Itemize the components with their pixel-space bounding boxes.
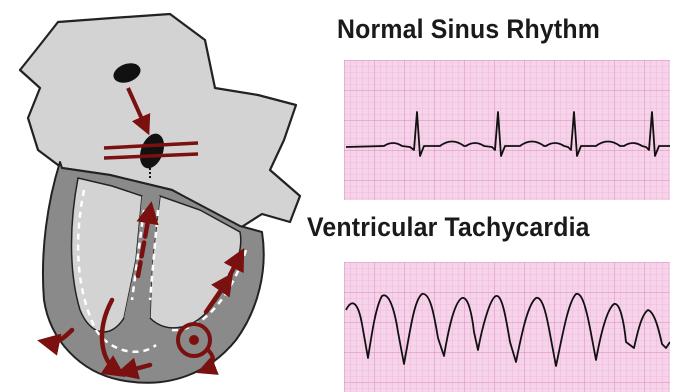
ecg-strip-normal bbox=[344, 60, 670, 200]
ventricular-tachycardia-title: Ventricular Tachycardia bbox=[307, 212, 590, 243]
normal-sinus-rhythm-title: Normal Sinus Rhythm bbox=[337, 14, 600, 45]
ecg-strip-vtach bbox=[344, 262, 670, 392]
heart-conduction-diagram bbox=[0, 0, 330, 392]
